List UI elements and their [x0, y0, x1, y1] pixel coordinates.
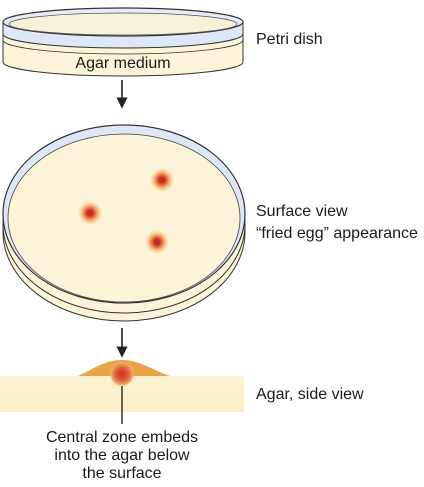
colony: [149, 167, 175, 193]
agar-medium-label: Agar medium: [75, 55, 170, 72]
surface-view-label: Surface view: [256, 203, 348, 220]
petri-dish-top: [2, 124, 246, 322]
caption-line: into the agar below: [54, 447, 190, 464]
colony: [144, 229, 170, 255]
agar-side-view: [0, 360, 244, 424]
fried-egg-label: “fried egg” appearance: [256, 225, 418, 242]
agar-surface: [7, 133, 241, 303]
colony: [77, 200, 103, 226]
colony-central-zone: [109, 361, 135, 387]
petri-dish-label: Petri dish: [256, 31, 323, 48]
dish-inner-rim: [8, 12, 238, 36]
agar-surface-line: [2, 39, 244, 55]
caption-line: Central zone embeds: [46, 429, 198, 446]
petri-dish-side: [2, 7, 244, 77]
side-view-label: Agar, side view: [256, 386, 364, 403]
caption-line: the surface: [82, 465, 161, 482]
